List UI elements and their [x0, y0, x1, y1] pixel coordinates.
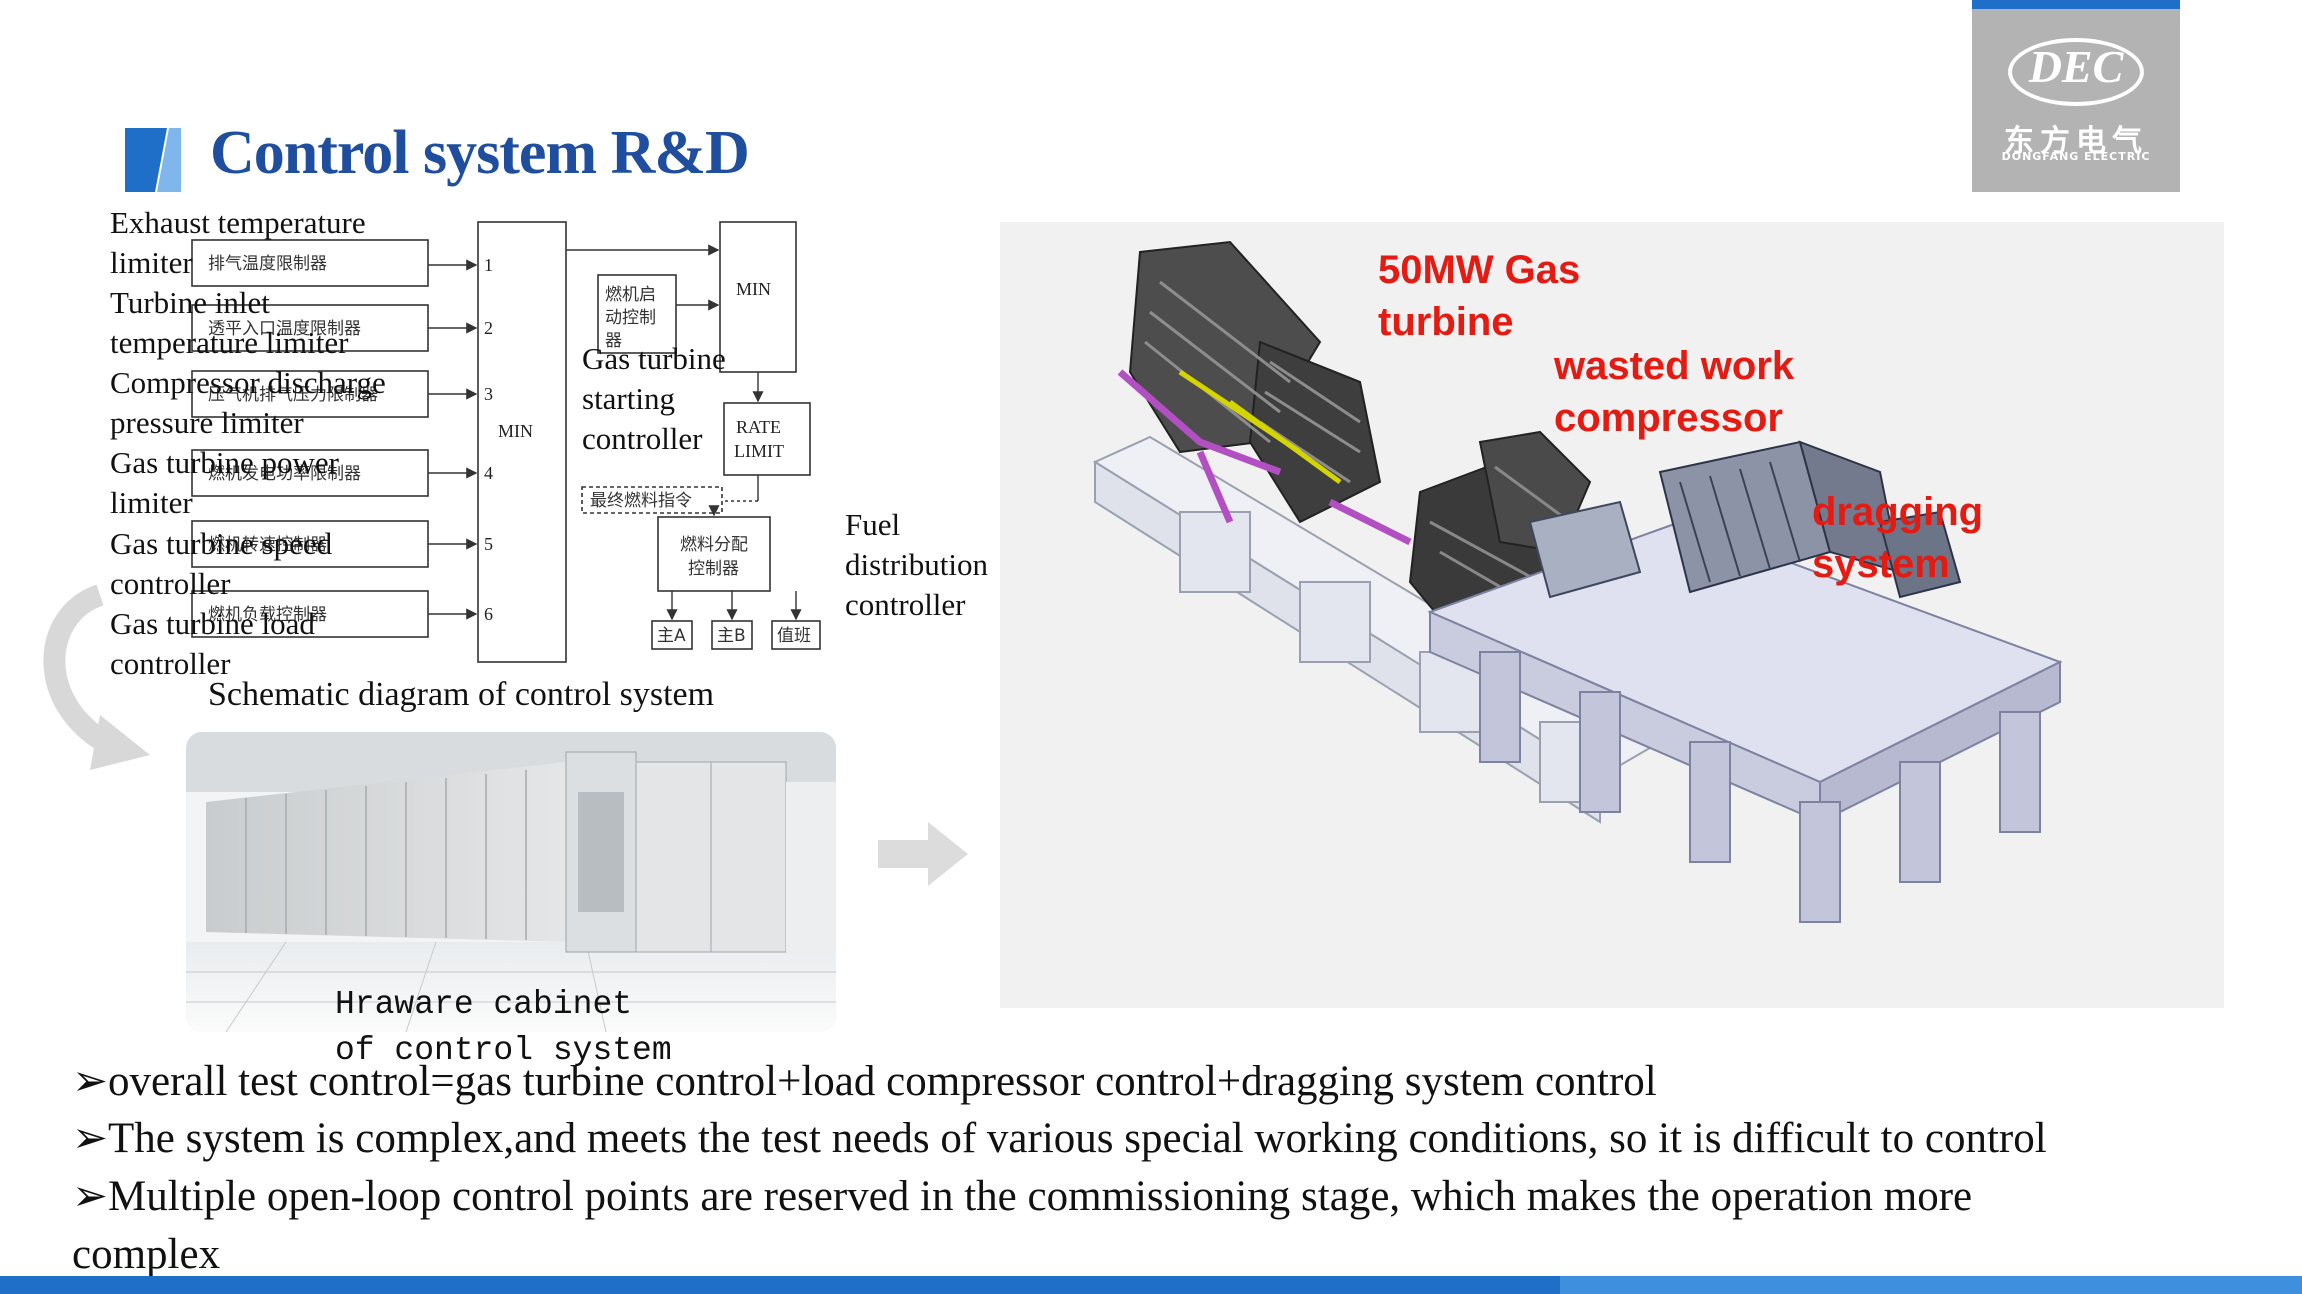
input-box — [191, 449, 429, 497]
input-box — [191, 590, 429, 638]
dragging-system-label-line: system — [1812, 542, 1950, 586]
input-label-en: temperature limiter — [110, 325, 349, 360]
gas-turbine-label-line: 50MW Gas — [1378, 248, 1581, 292]
bullet-item: complex — [72, 1231, 221, 1278]
input-label-en: pressure limiter — [110, 405, 304, 440]
output-label: 主A — [657, 626, 686, 646]
fuel-dist-box — [657, 516, 771, 592]
cabinet-caption: Hraware cabinet of control system — [335, 982, 672, 1074]
input-label-en: limiter — [110, 485, 193, 520]
port-number: 4 — [484, 463, 493, 483]
control-cabinet-photo — [186, 732, 836, 1032]
rate-limit-label: RATE — [736, 417, 781, 437]
footer-bar-accent — [1560, 1276, 2302, 1294]
startup-label-en: starting — [582, 381, 675, 416]
output-box — [771, 620, 821, 650]
title-accent-icon — [125, 128, 181, 192]
final-fuel-box — [581, 486, 723, 514]
logo-subtitle: DONGFANG ELECTRIC — [2001, 150, 2151, 163]
compressor-label-line: wasted work — [1554, 344, 1795, 388]
input-label-en: Gas turbine load — [110, 606, 315, 641]
dragging-system-label-line: dragging — [1812, 490, 1984, 534]
startup-label-en: controller — [582, 421, 703, 456]
dragging-system-label: dragging system — [1812, 486, 1983, 590]
min-top-label: MIN — [736, 279, 771, 299]
fuel-dist-label-en: controller — [845, 587, 966, 622]
startup-cn-label: 动控制 — [605, 308, 656, 328]
rate-limit-box — [723, 402, 811, 476]
input-label-en: Exhaust temperature — [110, 205, 366, 240]
input-box-cn-label: 燃机发电功率限制器 — [208, 464, 361, 484]
input-box-cn-label: 透平入口温度限制器 — [208, 319, 361, 339]
fuel-dist-label-en: distribution — [845, 547, 988, 582]
input-label-en: limiter — [110, 245, 193, 280]
startup-cn-label: 燃机启 — [605, 285, 656, 305]
cabinet-caption-line: Hraware cabinet — [335, 986, 633, 1023]
output-label: 主B — [717, 626, 746, 646]
logo-brand: DEC — [2028, 41, 2124, 92]
compressor-label: wasted work compressor — [1554, 340, 1794, 444]
bullet-item: ➢The system is complex,and meets the tes… — [72, 1115, 2047, 1162]
curved-arrow-icon — [43, 585, 150, 770]
input-label-en: Gas turbine power — [110, 445, 340, 480]
min-main-box — [477, 221, 567, 663]
startup-label-en: Gas turbine — [582, 341, 726, 376]
input-box — [191, 239, 429, 287]
startup-cn-label: 器 — [605, 331, 622, 351]
input-box-cn-label: 压气机排气压力限制器 — [208, 385, 378, 405]
compressor-label-line: compressor — [1554, 396, 1783, 440]
output-box — [711, 620, 753, 650]
test-rig-illustration — [1000, 222, 2224, 1008]
input-label-en: controller — [110, 566, 231, 601]
gas-turbine-label-line: turbine — [1378, 300, 1514, 344]
diagram-caption: Schematic diagram of control system — [208, 676, 715, 713]
port-number: 6 — [484, 604, 493, 624]
bullet-item: ➢overall test control=gas turbine contro… — [72, 1058, 1657, 1105]
fuel-dist-cn-label: 控制器 — [688, 559, 739, 579]
cabinet-caption-line: of control system — [335, 1032, 672, 1069]
bullet-item: ➢Multiple open-loop control points are r… — [72, 1173, 1973, 1220]
page-title: Control system R&D — [210, 119, 750, 187]
input-label-en: controller — [110, 646, 231, 681]
port-number: 3 — [484, 384, 493, 404]
fuel-dist-label-en: Fuel — [845, 507, 900, 542]
output-label: 值班 — [777, 626, 811, 646]
output-box — [651, 620, 693, 650]
startup-box — [597, 274, 677, 354]
logo-chinese-name: 东方电气 — [2004, 124, 2148, 159]
port-number: 1 — [484, 255, 493, 275]
input-box-cn-label: 排气温度限制器 — [208, 254, 327, 274]
input-box — [191, 370, 429, 418]
port-number: 5 — [484, 534, 493, 554]
input-box-cn-label: 燃机负载控制器 — [208, 605, 327, 625]
gas-turbine-label: 50MW Gas turbine — [1378, 244, 1580, 348]
input-box-cn-label: 燃机转速控制器 — [208, 535, 327, 555]
logo-oval — [2008, 38, 2144, 106]
right-arrow-icon — [878, 822, 968, 886]
port-number: 2 — [484, 318, 493, 338]
min-main-label: MIN — [498, 421, 533, 441]
input-label-en: Turbine inlet — [110, 285, 270, 320]
input-label-en: Compressor discharge — [110, 365, 386, 400]
input-label-en: Gas turbine speed — [110, 526, 333, 561]
logo-top-bar — [1972, 0, 2180, 9]
control-schematic-diagram: 排气温度限制器 透平入口温度限制器 压气机排气压力限制器 燃机发电功率限制器 燃… — [110, 205, 988, 681]
final-fuel-cn-label: 最终燃料指令 — [590, 491, 692, 511]
rate-limit-label: LIMIT — [734, 441, 784, 461]
fuel-dist-cn-label: 燃料分配 — [680, 535, 748, 555]
input-box — [191, 520, 429, 568]
